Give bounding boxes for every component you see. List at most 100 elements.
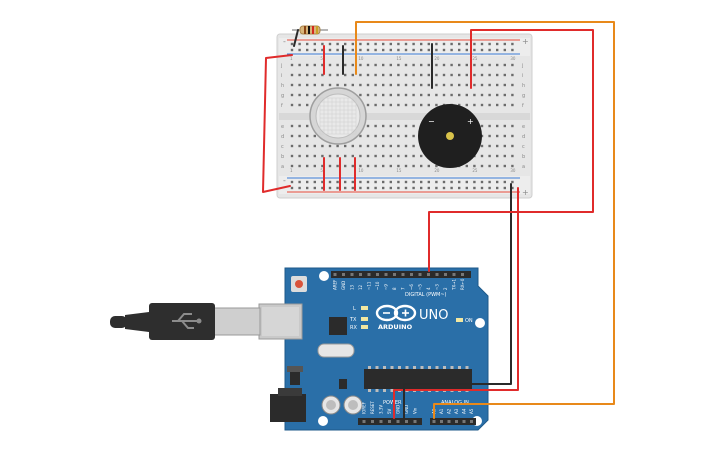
- row-letter-right: a: [522, 164, 525, 170]
- row-letter-left: f: [281, 103, 283, 109]
- power-pin[interactable]: [379, 420, 383, 423]
- analog-pin[interactable]: [447, 420, 451, 423]
- power-pin[interactable]: [362, 420, 366, 423]
- digital-pin[interactable]: [427, 273, 430, 276]
- gas-sensor[interactable]: [309, 87, 367, 145]
- power-pin[interactable]: [371, 420, 374, 423]
- analog-pin[interactable]: [432, 420, 436, 423]
- row-letter-left: d: [281, 134, 284, 140]
- usb-symbol-icon: [172, 313, 200, 329]
- analog-pin[interactable]: [440, 420, 443, 423]
- digital-pin-label: RX←0: [460, 278, 465, 290]
- power-pin-label: GND: [396, 405, 401, 414]
- buzzer-minus-label: −: [428, 117, 435, 126]
- power-pin-label: RESET: [370, 401, 375, 414]
- analog-header[interactable]: [430, 418, 476, 425]
- wire-black-gnd[interactable]: [403, 183, 512, 419]
- power-pin[interactable]: [388, 420, 391, 423]
- column-number: 1: [290, 168, 293, 173]
- power-pin-label: 5V: [387, 408, 392, 414]
- digital-header-label: DIGITAL (PWM~): [405, 292, 447, 298]
- analog-pin[interactable]: [462, 420, 466, 423]
- digital-pin-label: ~10: [375, 281, 380, 290]
- column-number: 30: [510, 56, 516, 61]
- digital-pin[interactable]: [333, 273, 337, 276]
- analog-pin-label: A5: [469, 408, 474, 414]
- column-number: 10: [358, 168, 364, 173]
- digital-header[interactable]: [331, 271, 471, 278]
- row-letter-right: d: [522, 134, 525, 140]
- digital-pin[interactable]: [410, 273, 413, 276]
- led-on: [456, 318, 463, 322]
- model-label: UNO: [419, 308, 448, 323]
- led-on-label: ON: [465, 318, 473, 324]
- digital-pin[interactable]: [444, 273, 447, 276]
- digital-pin[interactable]: [350, 273, 354, 276]
- digital-pin[interactable]: [461, 273, 464, 276]
- rail-minus-top: -: [283, 37, 286, 46]
- wires[interactable]: [262, 21, 615, 419]
- analog-pin-label: A4: [462, 408, 467, 414]
- row-letter-right: g: [522, 93, 525, 99]
- digital-pin[interactable]: [393, 273, 396, 276]
- digital-pin-label: 2: [443, 287, 448, 290]
- analog-pin-label: A3: [454, 408, 459, 414]
- column-number: 15: [396, 168, 402, 173]
- usb-chip: [329, 317, 347, 335]
- analog-pin[interactable]: [470, 420, 473, 423]
- column-number: 20: [434, 168, 440, 173]
- row-letter-left: c: [281, 144, 284, 150]
- digital-pin[interactable]: [401, 273, 405, 276]
- digital-pin-label: ~11: [367, 281, 372, 290]
- power-pin[interactable]: [413, 420, 417, 423]
- power-jack[interactable]: [270, 394, 306, 422]
- led-rx: [361, 325, 368, 329]
- digital-pin[interactable]: [376, 273, 379, 276]
- digital-pin-label: 12: [358, 284, 363, 290]
- power-pin-label: 3.3V: [379, 405, 384, 414]
- column-number: 30: [510, 168, 516, 173]
- power-header-label: POWER: [383, 400, 402, 406]
- digital-pin[interactable]: [418, 273, 422, 276]
- smd-chip: [339, 379, 347, 389]
- wire-red-5v[interactable]: [393, 187, 519, 419]
- brand-label: ARDUINO: [378, 323, 413, 331]
- column-number: 10: [358, 56, 364, 61]
- rail-plus-top: +: [522, 37, 529, 46]
- led-l-label: L: [353, 306, 356, 312]
- usb-cable[interactable]: [110, 303, 261, 340]
- digital-pin[interactable]: [384, 273, 388, 276]
- column-number: 25: [472, 56, 478, 61]
- digital-pin-label: ~9: [384, 284, 389, 290]
- wire-black-top[interactable]: [293, 29, 299, 47]
- row-letter-right: h: [522, 83, 525, 89]
- row-letter-right: e: [522, 124, 525, 130]
- column-number: 5: [320, 168, 323, 173]
- column-number: 20: [434, 56, 440, 61]
- digital-pin[interactable]: [452, 273, 456, 276]
- piezo-buzzer[interactable]: + −: [418, 104, 482, 168]
- power-pin[interactable]: [396, 420, 400, 423]
- power-pin-label: GND: [404, 405, 409, 414]
- wire-red-rail-left[interactable]: [262, 54, 293, 193]
- analog-pin[interactable]: [455, 420, 458, 423]
- wire-red-buzzer[interactable]: [428, 29, 594, 272]
- led-tx: [361, 317, 368, 321]
- digital-pin-label: ~3: [435, 284, 440, 290]
- row-letter-right: c: [522, 144, 525, 150]
- row-letter-left: h: [281, 83, 284, 89]
- reset-button-cap[interactable]: [295, 280, 303, 288]
- arduino-logo: [375, 304, 417, 322]
- led-l: [361, 306, 368, 310]
- power-pin-label: Vin: [413, 407, 418, 414]
- analog-pin-label: A2: [447, 408, 452, 414]
- digital-pin[interactable]: [435, 273, 439, 276]
- analog-pin-label: A1: [439, 408, 444, 414]
- digital-pin[interactable]: [367, 273, 371, 276]
- digital-pin[interactable]: [342, 273, 345, 276]
- power-pin[interactable]: [405, 420, 408, 423]
- wire-orange[interactable]: [355, 21, 615, 419]
- digital-pin[interactable]: [359, 273, 362, 276]
